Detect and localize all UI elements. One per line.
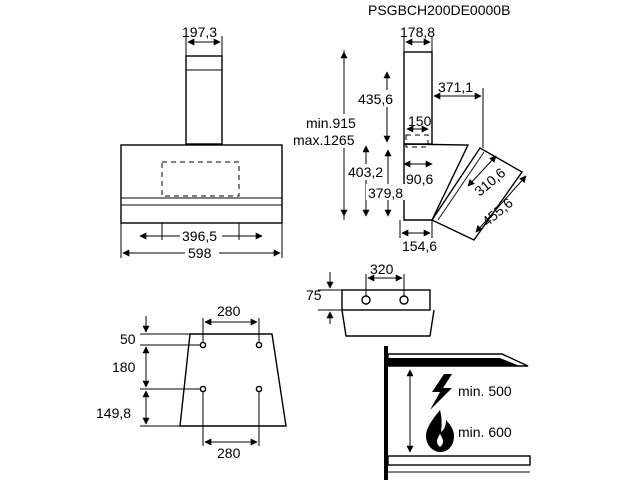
clearance-wall	[384, 346, 388, 480]
label-mask	[356, 90, 402, 107]
top-bracket-view: 320 75	[306, 261, 435, 337]
bracket-hole-right	[399, 295, 409, 305]
side-view: 178,8 435,6 371,1 150 min.915 max.1265 4…	[293, 24, 527, 254]
dim-panel-length: 310,6	[471, 164, 508, 199]
dim-height-max: max.1265	[293, 132, 355, 148]
template-hole	[255, 385, 263, 393]
bracket-lower	[341, 309, 435, 337]
side-chimney	[403, 51, 433, 145]
front-chimney	[185, 55, 223, 145]
dim-bottom-holes: 280	[217, 445, 241, 461]
lightning-icon	[430, 374, 452, 410]
dim-panel-offset: 90,6	[406, 171, 433, 187]
dim-duct-offset: 150	[408, 113, 432, 129]
dim-panel-depth: 455,6	[479, 194, 516, 229]
dim-top-holes: 280	[217, 303, 241, 319]
label-mask	[304, 114, 366, 148]
clearance-electric-label: min. 500	[458, 383, 512, 399]
template-hole	[255, 341, 263, 349]
dim-line-panel-length	[467, 155, 497, 187]
template-hole	[199, 385, 207, 393]
dim-offset-depth: 371,1	[438, 79, 473, 95]
bracket-plate	[341, 289, 431, 311]
dim-body-height: 403,2	[348, 164, 383, 180]
dim-height-min: min.915	[306, 115, 356, 131]
front-view: 197,3 396,5 598	[120, 24, 283, 261]
side-duct-outline	[405, 134, 429, 148]
dim-chimney-depth: 178,8	[400, 24, 435, 40]
dim-upper-height: 435,6	[358, 91, 393, 107]
dim-top-offset: 50	[120, 331, 136, 347]
model-code: PSGBCH200DE0000B	[368, 2, 510, 18]
wall-template-view: 280 280 50 180 149,8	[96, 303, 287, 461]
bracket-hole-left	[361, 295, 371, 305]
dim-bracket-height: 75	[306, 287, 322, 303]
label-mask	[345, 164, 385, 180]
front-hood-body	[120, 144, 283, 224]
dim-bottom-offset: 149,8	[96, 405, 131, 421]
template-outline	[179, 333, 287, 427]
dim-vertical-spacing: 180	[112, 359, 136, 375]
label-mask	[366, 184, 406, 200]
dim-bracket-width: 396,5	[182, 228, 217, 244]
dim-hood-width: 598	[188, 245, 212, 261]
side-glass-panel	[430, 147, 524, 241]
dim-hole-spacing: 320	[370, 261, 394, 277]
dim-base-depth: 154,6	[402, 238, 437, 254]
clearance-gas-label: min. 600	[458, 424, 512, 440]
label-mask	[108, 358, 138, 374]
label-mask	[185, 244, 219, 260]
clearance-hood-fill	[388, 358, 520, 366]
dim-chimney-width: 197,3	[182, 24, 217, 40]
clearance-view: min. 500 min. 600	[384, 346, 531, 480]
dim-body-inner: 379,8	[368, 185, 403, 201]
template-hole	[199, 341, 207, 349]
dim-line-panel-depth	[475, 175, 527, 233]
label-mask	[400, 238, 444, 254]
flame-icon	[426, 410, 454, 452]
clearance-hob	[387, 455, 531, 466]
front-filter-outline	[161, 161, 240, 197]
